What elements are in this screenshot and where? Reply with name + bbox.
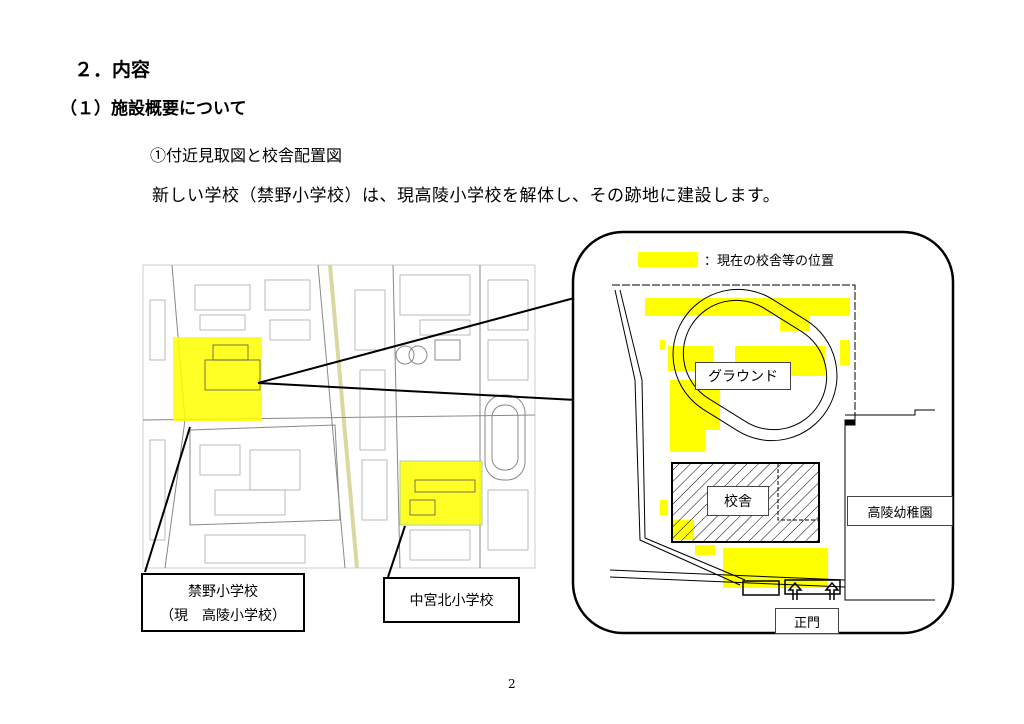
kinya-school-former-name: （現 高陵小学校） xyxy=(160,607,286,624)
body-text: 新しい学校（禁野小学校）は、現高陵小学校を解体し、その跡地に建設します。 xyxy=(152,186,781,206)
heading: ２．内容 xyxy=(74,59,151,81)
section-title: （１）施設概要について xyxy=(60,99,247,119)
legend-label: ：現在の校舎等の位置 xyxy=(704,254,835,269)
legend: ：現在の校舎等の位置 xyxy=(638,250,834,269)
page-number: 2 xyxy=(508,677,516,691)
school-building-label: 校舎 xyxy=(707,486,769,516)
layout-plan-callout xyxy=(571,230,955,635)
vicinity-map xyxy=(142,264,536,578)
nakamiya-school-name: 中宮北小学校 xyxy=(409,593,494,609)
main-gate-label: 正門 xyxy=(775,608,839,634)
legend-swatch xyxy=(638,252,698,267)
nakamiya-school-label: 中宮北小学校 xyxy=(383,577,520,623)
nakamiya-school-highlight xyxy=(399,460,483,526)
kindergarten-label: 高陵幼稚園 xyxy=(847,496,953,526)
kinya-school-highlight xyxy=(173,337,262,421)
kinya-school-label: 禁野小学校 （現 高陵小学校） xyxy=(141,573,305,632)
ground-label: グラウンド xyxy=(695,362,791,390)
subsection-title: ①付近見取図と校舎配置図 xyxy=(150,146,343,165)
kinya-school-name: 禁野小学校 xyxy=(188,583,258,600)
